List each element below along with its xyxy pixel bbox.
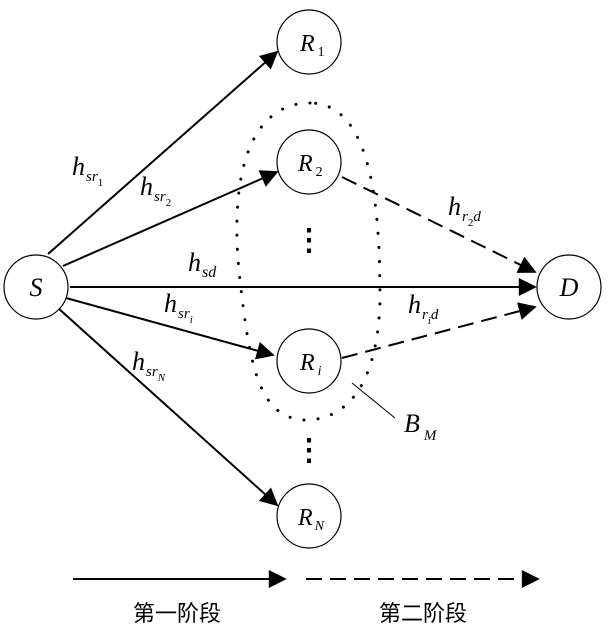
edge-s-r2 <box>62 170 279 267</box>
node-d: D <box>536 254 602 320</box>
label-h-srn: hsrN <box>132 347 166 384</box>
node-r1-sub: 1 <box>318 45 325 60</box>
ellipsis-lower: ⋮ <box>294 434 324 467</box>
legend: 第一阶段 第二阶段 <box>73 570 540 627</box>
node-rn-sub: N <box>314 519 325 534</box>
edge-s-r1 <box>47 50 279 255</box>
label-h-sr2: hsr2 <box>140 172 171 209</box>
legend-phase2-label: 第二阶段 <box>379 602 467 627</box>
label-h-r2d: hr2d <box>448 192 481 229</box>
node-ri-sub: i <box>318 364 322 379</box>
node-s-label: S <box>30 273 43 302</box>
label-h-rid: hrid <box>408 290 439 327</box>
node-s: S <box>3 254 69 320</box>
edge-r2-d <box>341 176 537 273</box>
edge-s-ri <box>65 297 275 360</box>
node-rn-base: R <box>297 505 313 531</box>
node-ri-base: R <box>299 350 315 376</box>
edge-s-rn <box>57 307 279 507</box>
edge-ri-d <box>341 302 537 359</box>
label-h-sri: hsri <box>164 289 193 326</box>
node-r2-base: R <box>297 151 313 177</box>
label-h-sd: hsd <box>188 248 217 281</box>
node-d-label: D <box>559 273 579 302</box>
svg-text:Ri: Ri <box>299 350 322 379</box>
legend-phase1-label: 第一阶段 <box>133 602 221 627</box>
set-label-pointer <box>351 382 396 419</box>
ellipsis-upper: ⋮ <box>294 224 324 257</box>
node-r2-sub: 2 <box>316 165 323 180</box>
relay-set-boundary <box>235 101 382 422</box>
svg-text:R2: R2 <box>297 151 323 180</box>
label-h-sr1: hsr1 <box>72 152 103 189</box>
node-r1-base: R <box>299 31 315 57</box>
svg-text:R1: R1 <box>299 31 325 60</box>
svg-text:RN: RN <box>297 505 325 534</box>
